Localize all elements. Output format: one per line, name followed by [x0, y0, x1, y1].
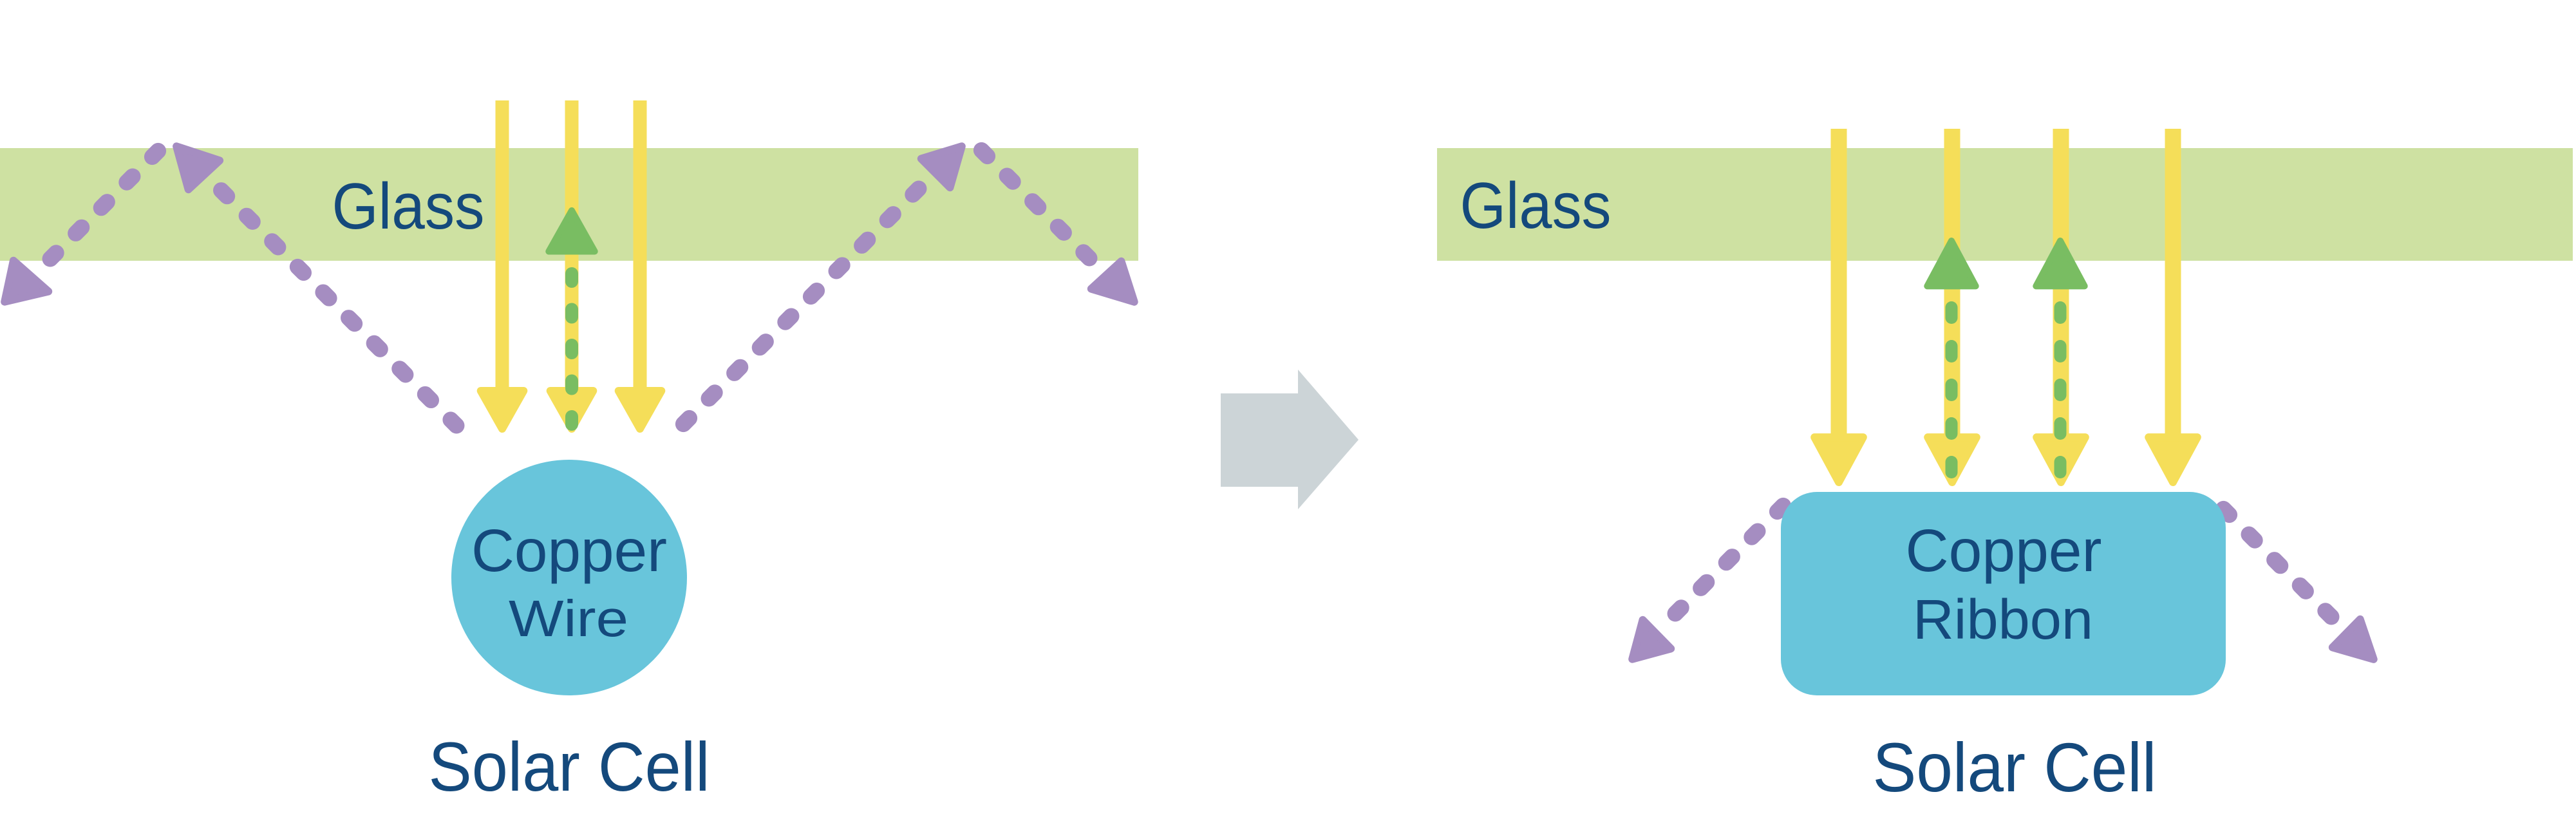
- svg-text:Glass: Glass: [1460, 170, 1612, 242]
- svg-text:Copper: Copper: [471, 517, 667, 584]
- svg-text:Copper: Copper: [1906, 517, 2102, 584]
- svg-text:Wire: Wire: [509, 590, 628, 647]
- svg-text:Solar Cell: Solar Cell: [429, 728, 710, 805]
- svg-text:Solar Cell: Solar Cell: [1873, 728, 2157, 806]
- svg-text:Ribbon: Ribbon: [1913, 588, 2093, 651]
- svg-text:Glass: Glass: [332, 171, 485, 243]
